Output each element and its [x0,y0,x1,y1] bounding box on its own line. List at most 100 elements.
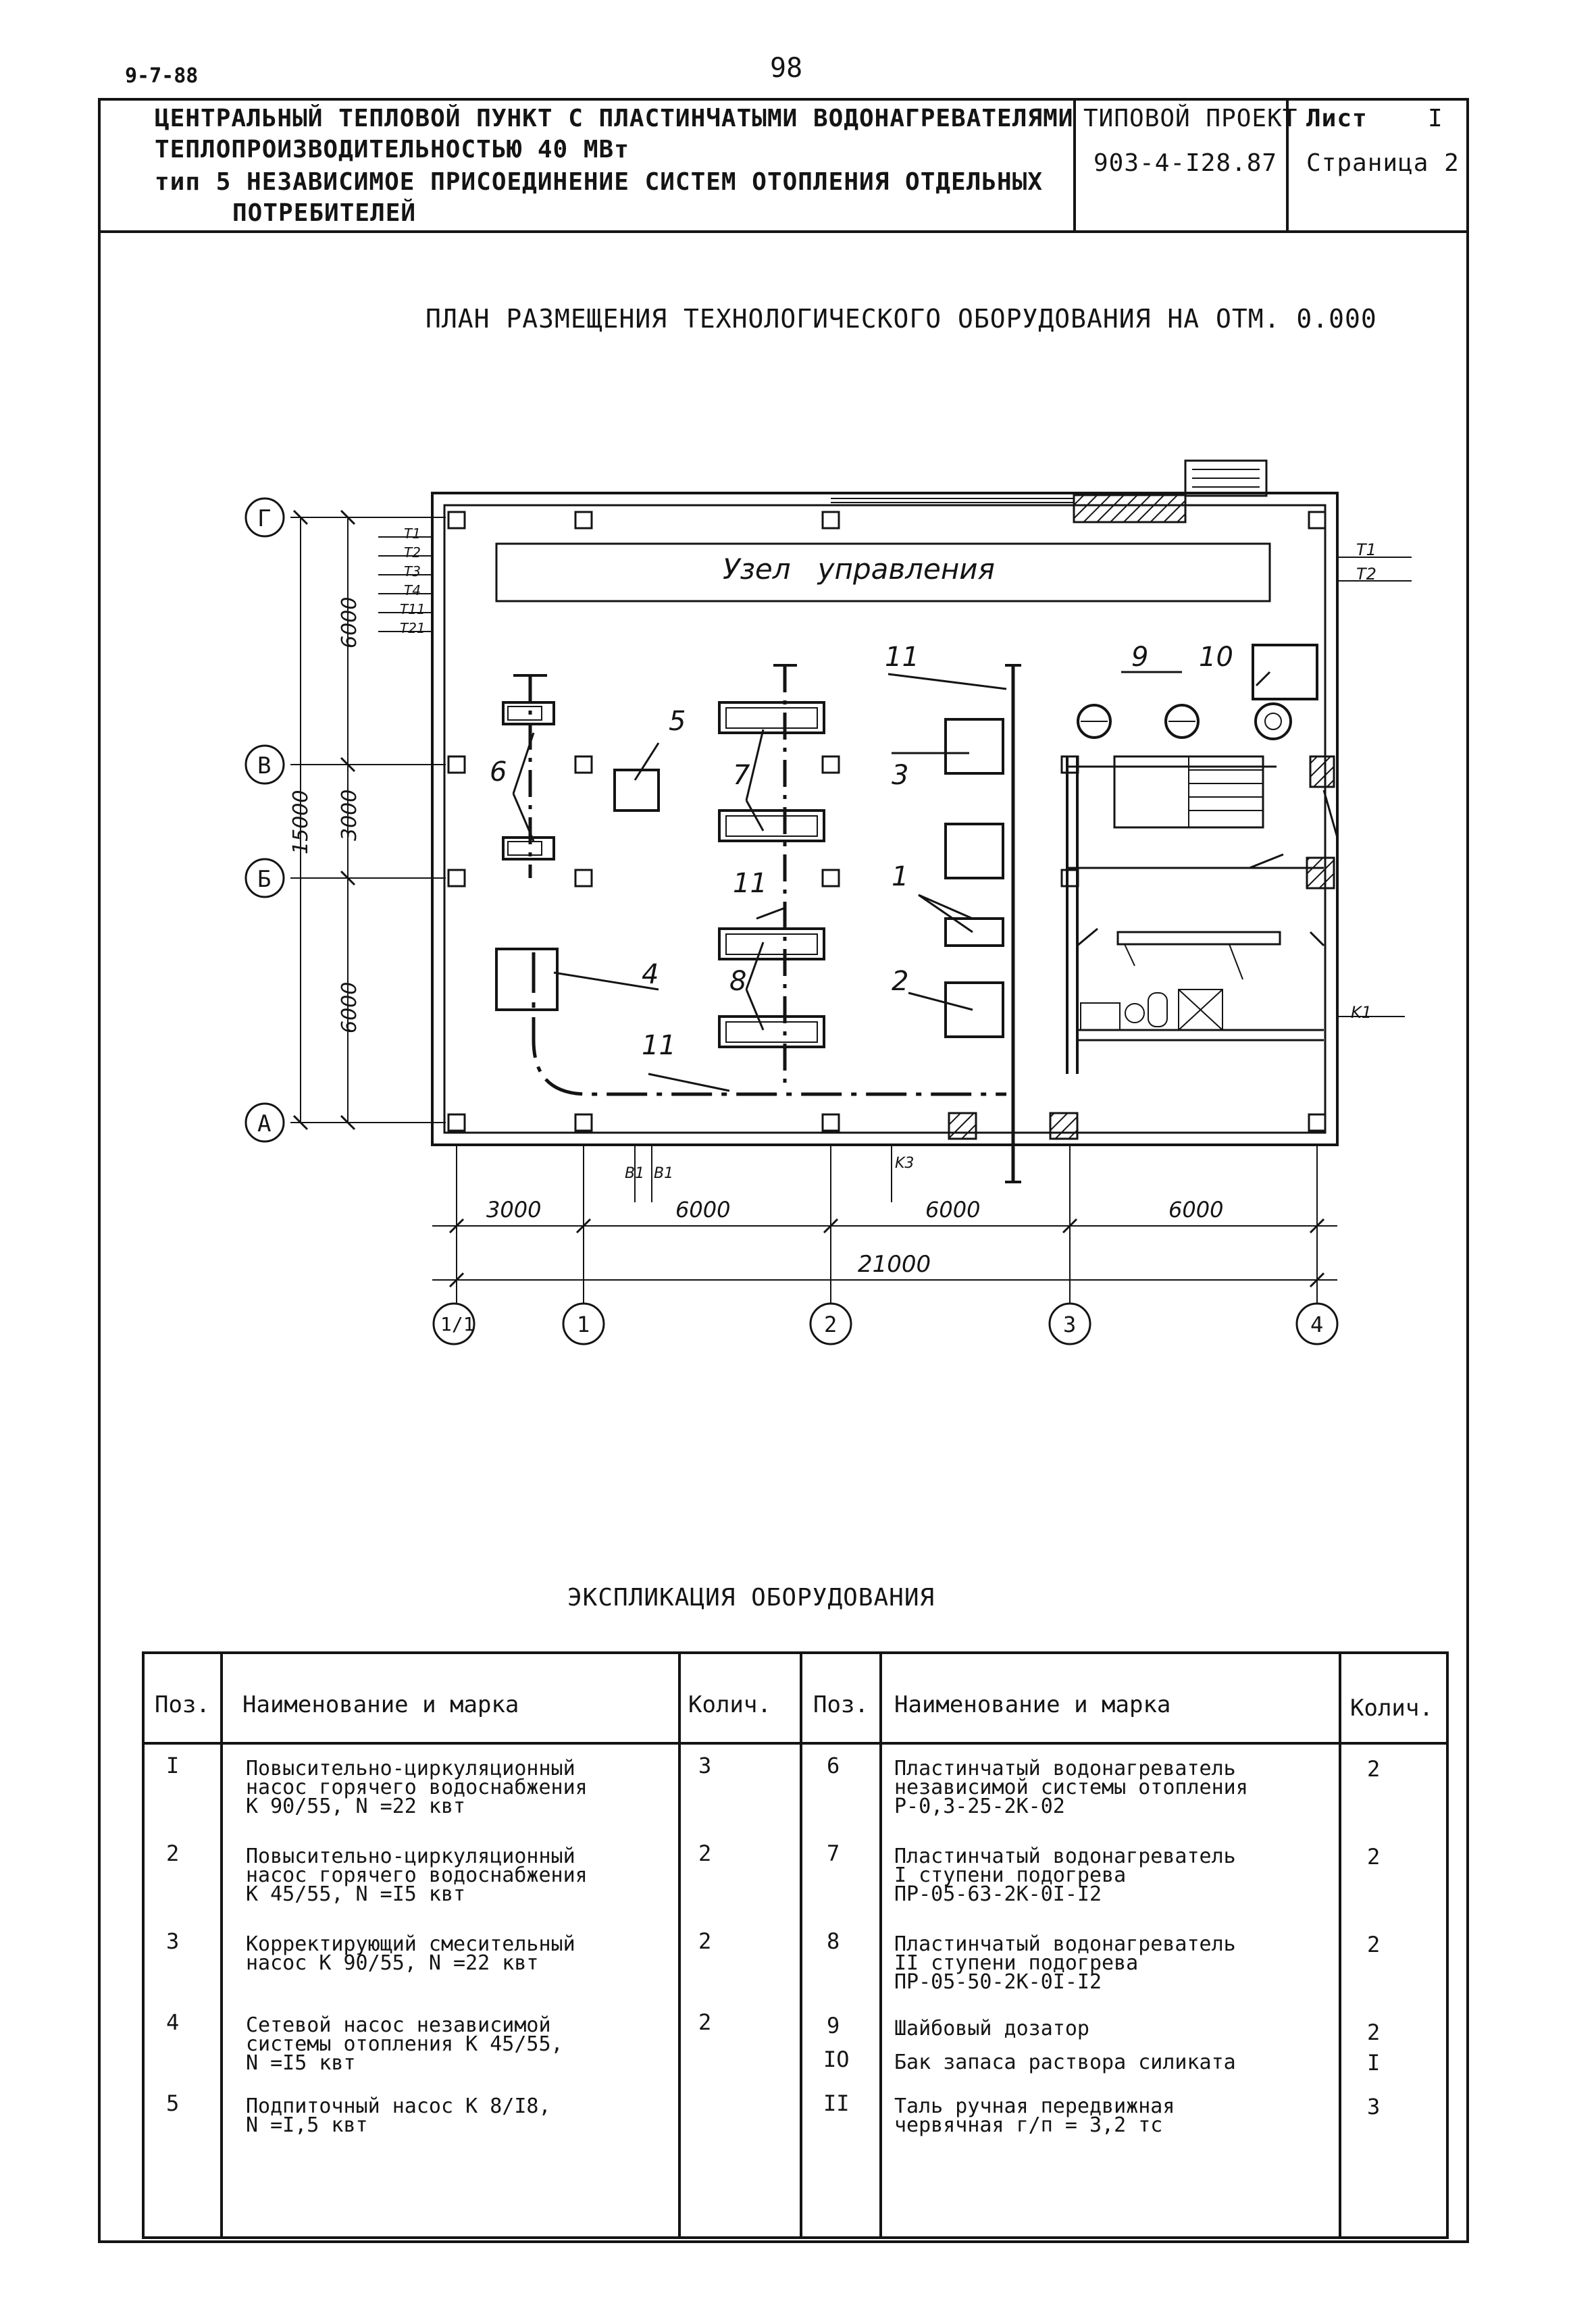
silicate-tank-outlet [1254,702,1292,740]
dim-6000-b: 6000 [925,1197,981,1223]
row-qty: 2 [698,2009,712,2035]
header-name-left: Наименование и марка [242,1691,519,1718]
building-outer-wall [431,492,1339,1146]
header-pos-left: Поз. [155,1691,210,1718]
project-label: ТИПОВОЙ ПРОЕКТ [1083,105,1298,132]
row-name-line: Корректирующий смесительный [246,1932,575,1956]
row-pos: II [823,2090,850,2116]
row-qty: 2 [1367,1932,1381,1957]
item-label-11-c: 11 [642,1030,676,1061]
explication-title: ЭКСПЛИКАЦИЯ ОБОРУДОВАНИЯ [567,1584,935,1612]
item-label-7: 7 [733,760,750,791]
axis-label-3: 3 [1063,1312,1077,1337]
control-unit-box [495,542,1271,602]
frame-right [1466,230,1469,2243]
top-hatched-wall [1073,494,1187,523]
row-name-line: Р-0,3-25-2К-02 [894,1795,1065,1818]
row-pos: 8 [827,1928,840,1954]
shower [1178,989,1223,1031]
makeup-pump-5 [613,769,660,812]
title-line-1: ЦЕНТРАЛЬНЫЙ ТЕПЛОВОЙ ПУНКТ С ПЛАСТИНЧАТЫ… [155,105,1074,132]
row-name-line: Таль ручная передвижная [894,2094,1175,2118]
circulation-pump-1b [944,917,1004,947]
row-name-line: N =I5 квт [246,2051,356,2075]
toilet [1148,992,1168,1027]
row-pos: 4 [166,2009,180,2035]
row-pos: I [166,1753,180,1778]
heat-exchanger-8a [718,927,825,960]
circulation-pump-2 [944,981,1004,1038]
row-name-line: Пластинчатый водонагреватель [894,1757,1236,1780]
page-number: 98 [770,53,803,84]
explication-table: Поз. Наименование и марка Колич. Поз. На… [142,1651,1449,2239]
row-name-line: Пластинчатый водонагреватель [894,1845,1236,1868]
title-block: ЦЕНТРАЛЬНЫЙ ТЕПЛОВОЙ ПУНКТ С ПЛАСТИНЧАТЫ… [98,98,1469,233]
item-label-9: 9 [1131,642,1149,673]
frame-bottom [98,2240,1469,2243]
header-name-right: Наименование и марка [894,1691,1171,1718]
row-name-line: К 90/55, N =22 квт [246,1795,466,1818]
pipe-k1: K1 [1351,1003,1372,1022]
heat-exchanger-7b [718,809,825,842]
row-qty: 3 [698,1753,712,1778]
row-name-line: системы отопления К 45/55, [246,2032,563,2056]
pipe-right-t1: T1 [1356,540,1376,559]
sheet-value: I [1428,105,1443,132]
row-name-line: Шайбовый дозатор [894,2017,1089,2040]
pipe-left-t3: T3 [404,563,421,580]
row-name-line: насос горячего водоснабжения [246,1776,588,1799]
header-pos-right: Поз. [813,1691,869,1718]
item-label-2: 2 [892,966,909,997]
row-name-line: ПР-05-50-2К-0I-I2 [894,1970,1102,1994]
axis-label-g: Г [257,505,272,532]
project-number: 903-4-I28.87 [1093,149,1278,177]
axis-label-b: Б [257,866,272,893]
dim-row-6000-top: 6000 [338,596,361,648]
doser-9a [1077,704,1112,739]
item-label-11-b: 11 [733,868,767,899]
item-label-6: 6 [490,756,507,788]
pipe-right-t2: T2 [1356,565,1376,584]
row-name-line: Сетевой насос независимой [246,2013,551,2037]
item-label-11-a: 11 [885,642,919,673]
item-label-5: 5 [669,706,686,737]
row-qty: 2 [1367,2020,1381,2045]
dim-15000: 15000 [289,790,313,854]
item-label-3: 3 [892,760,909,791]
row-pos: 9 [827,2013,840,2038]
row-pos: IO [823,2047,850,2072]
plan-title: ПЛАН РАЗМЕЩЕНИЯ ТЕХНОЛОГИЧЕСКОГО ОБОРУДО… [426,304,1377,334]
row-pos: 2 [166,1841,180,1866]
document-code: 9-7-88 [125,64,199,88]
axis-label-4: 4 [1310,1312,1324,1337]
row-name-line: Подпиточный насос К 8/I8, [246,2094,551,2118]
mixing-pump-3 [944,718,1004,775]
row-qty: 2 [698,1841,712,1866]
header-qty-right: Колич. [1350,1695,1433,1722]
axis-label-1-1: 1/1 [440,1313,475,1335]
axis-label-a: А [257,1110,272,1137]
row-name-line: N =I,5 квт [246,2113,368,2137]
pipe-left-t1: T1 [404,525,421,542]
pipe-b1-a: B1 [625,1165,645,1182]
row-qty: 2 [1367,1844,1381,1870]
row-pos: 6 [827,1753,840,1778]
top-stair [1184,459,1268,497]
page-label: Страница 2 [1306,149,1460,177]
sheet-label: Лист [1306,105,1368,132]
bench [1116,931,1281,946]
row-qty: 2 [698,1928,712,1954]
doser-9b [1164,704,1200,739]
dim-6000-c: 6000 [1168,1197,1224,1223]
title-line-4: ПОТРЕБИТЕЛЕЙ [232,199,417,227]
dim-row-6000-bottom: 6000 [338,981,361,1033]
row-name-line: К 45/55, N =I5 квт [246,1882,466,1906]
row-name-line: Пластинчатый водонагреватель [894,1932,1236,1956]
dim-6000-a: 6000 [675,1197,731,1223]
pipe-b1-b: B1 [654,1165,674,1182]
title-line-2: ТЕПЛОПРОИЗВОДИТЕЛЬНОСТЬЮ 40 МВт [155,136,629,163]
row-qty: 2 [1367,1756,1381,1782]
pipe-left-t4: T4 [404,582,421,598]
header-qty-left: Колич. [688,1691,771,1718]
row-qty: 3 [1367,2094,1381,2119]
